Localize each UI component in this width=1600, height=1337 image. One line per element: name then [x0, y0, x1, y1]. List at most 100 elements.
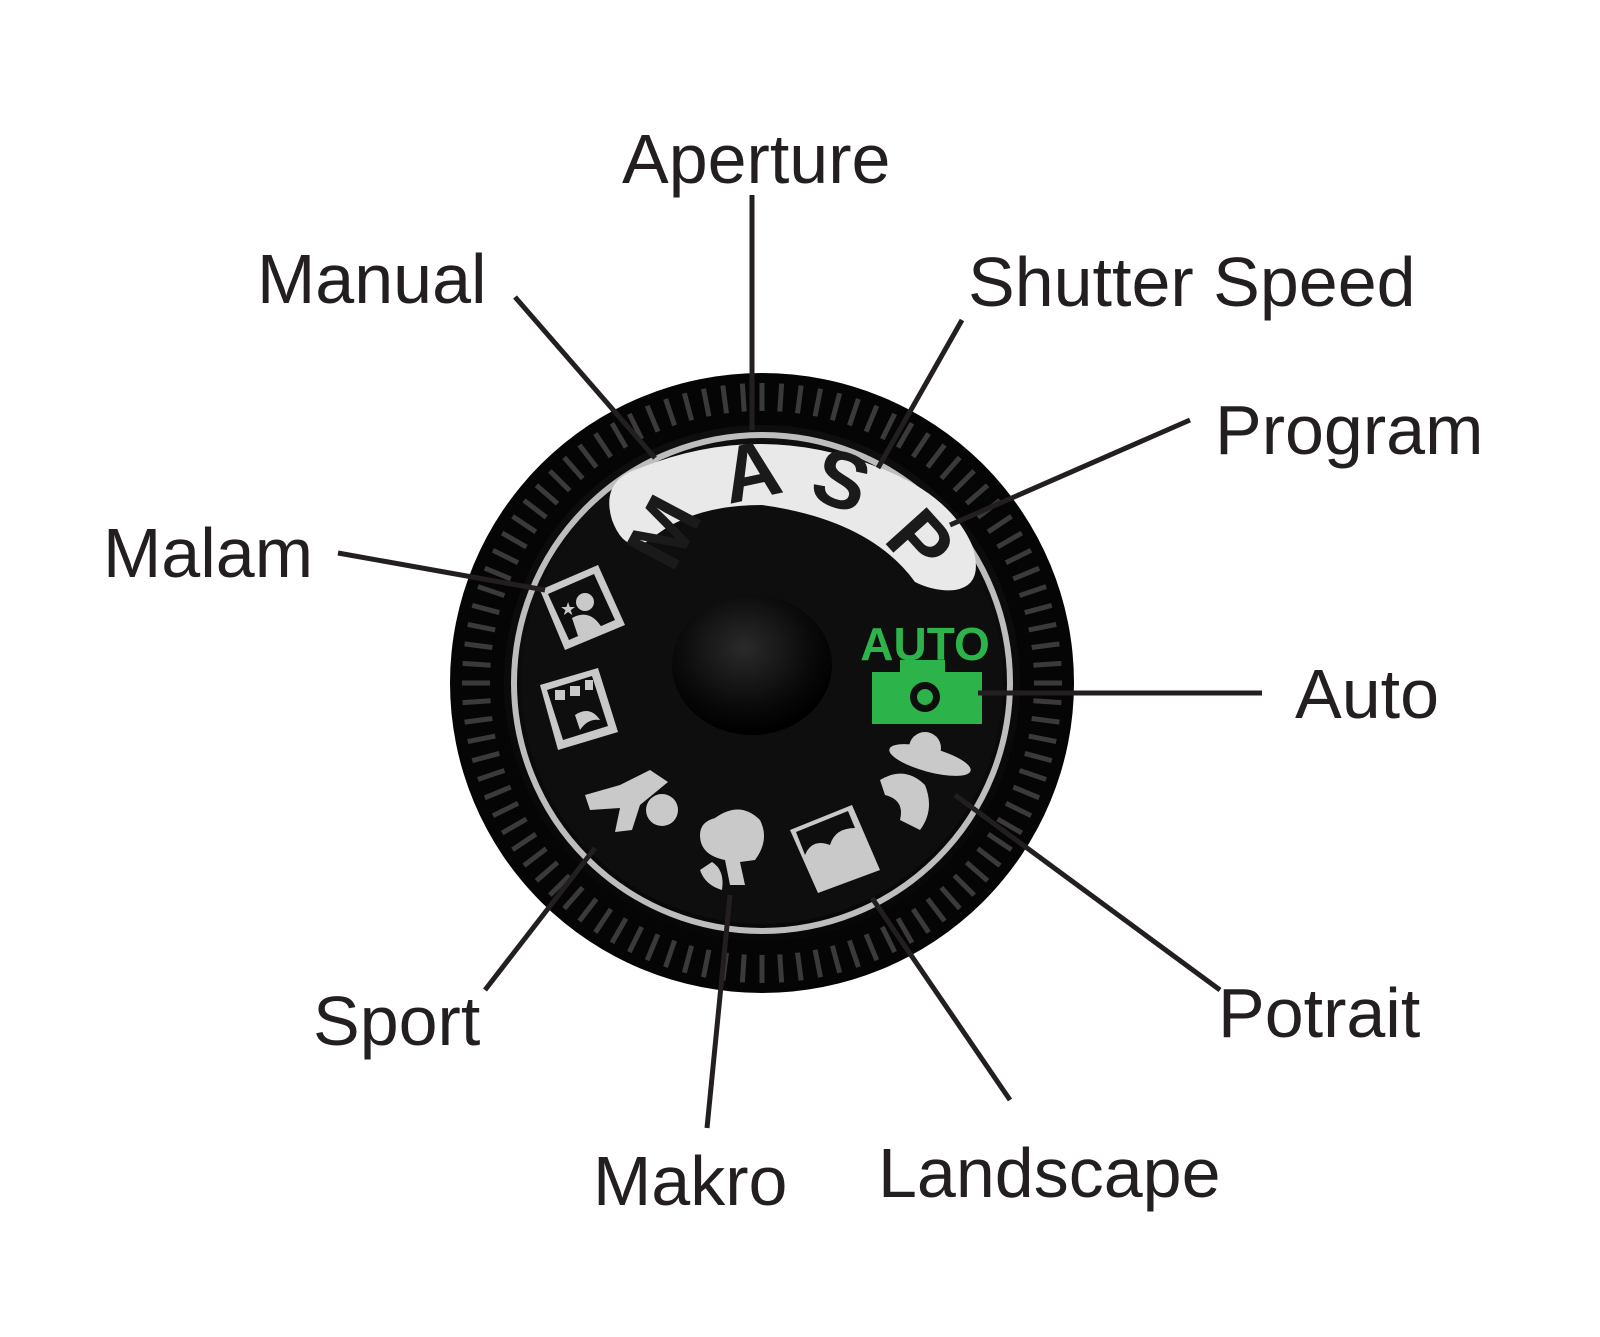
- knurl-tooth: [500, 816, 528, 836]
- knurl-tooth: [701, 949, 712, 978]
- knurl-tooth: [863, 933, 880, 962]
- knurl-tooth: [812, 949, 823, 978]
- knurl-tooth: [976, 846, 1002, 868]
- knurl-tooth: [1018, 584, 1047, 598]
- leader-makro: [704, 894, 733, 1129]
- knurl-tooth: [471, 750, 500, 764]
- knurl-tooth: [986, 514, 1013, 534]
- knurl-tooth: [777, 954, 785, 983]
- dial-knurling: [462, 383, 1062, 983]
- label-potrait: Potrait: [1218, 974, 1420, 1052]
- leader-shutter-speed: [875, 318, 965, 470]
- knurl-tooth: [952, 873, 976, 897]
- knurl-tooth: [996, 816, 1024, 836]
- knurl-tooth: [795, 952, 804, 981]
- knurl-tooth: [1012, 784, 1041, 801]
- knurl-tooth: [462, 698, 491, 706]
- knurl-tooth: [548, 873, 572, 897]
- knurl-tooth: [829, 945, 843, 974]
- leader-potrait: [953, 792, 1222, 993]
- knurl-tooth: [467, 622, 496, 633]
- knurl-tooth: [681, 392, 695, 421]
- label-malam: Malam: [103, 514, 313, 592]
- leader-program: [948, 417, 1192, 528]
- knurl-tooth: [511, 832, 538, 852]
- knurl-tooth: [522, 498, 548, 520]
- knurl-tooth: [511, 514, 538, 534]
- knurl-tooth: [627, 925, 644, 954]
- knurl-tooth: [644, 404, 661, 433]
- knurl-tooth: [663, 939, 677, 968]
- knurl-tooth: [829, 392, 843, 421]
- portrait-icon: [880, 732, 971, 830]
- label-makro: Makro: [593, 1142, 787, 1220]
- knurl-tooth: [500, 530, 528, 550]
- knurl-tooth: [952, 469, 976, 493]
- masp-band: [609, 444, 976, 591]
- knurl-tooth: [895, 917, 915, 945]
- knurl-tooth: [925, 897, 947, 923]
- knurl-tooth: [462, 660, 491, 668]
- knurl-tooth: [483, 784, 512, 801]
- knurl-tooth: [1012, 565, 1041, 582]
- knurl-tooth: [1028, 622, 1057, 633]
- leader-lines: [337, 195, 1262, 1129]
- dial-center-knob: [672, 595, 832, 735]
- knurl-tooth: [996, 530, 1024, 550]
- knurl-tooth: [577, 897, 599, 923]
- knurl-tooth: [534, 483, 560, 506]
- knurl-tooth: [880, 412, 897, 441]
- knurl-tooth: [491, 548, 520, 565]
- landscape-icon: [790, 805, 880, 893]
- label-manual: Manual: [257, 240, 487, 318]
- knurl-tooth: [1024, 602, 1053, 616]
- knurl-tooth: [739, 954, 747, 983]
- knurl-tooth: [1024, 750, 1053, 764]
- knurl-tooth: [534, 860, 560, 883]
- knurl-tooth: [777, 383, 785, 412]
- knurl-tooth: [663, 398, 677, 427]
- night-landscape-icon: [540, 668, 618, 750]
- label-auto: Auto: [1295, 655, 1439, 733]
- knurl-tooth: [939, 885, 962, 911]
- knurl-tooth: [548, 469, 572, 493]
- label-program: Program: [1215, 391, 1483, 469]
- sports-icon: [585, 770, 678, 832]
- knurl-tooth: [720, 385, 729, 414]
- knurl-tooth: [863, 404, 880, 433]
- knurl-tooth: [477, 584, 506, 598]
- night-portrait-icon: ★: [540, 565, 625, 650]
- svg-text:★: ★: [560, 599, 576, 620]
- knurl-tooth: [812, 388, 823, 417]
- knurl-tooth: [562, 885, 585, 911]
- knurl-tooth: [925, 443, 947, 469]
- knurl-tooth: [911, 432, 931, 459]
- knurl-tooth: [1031, 716, 1060, 725]
- knurl-tooth: [847, 939, 861, 968]
- knurl-tooth: [609, 421, 629, 449]
- auto-camera-icon: AUTO: [860, 618, 990, 724]
- knurl-tooth: [681, 945, 695, 974]
- mode-dial: M A S P AUTO: [450, 373, 1074, 993]
- knurl-tooth: [1018, 768, 1047, 782]
- knurl-tooth: [593, 907, 613, 934]
- knurl-tooth: [464, 716, 493, 725]
- label-aperture: Aperture: [622, 120, 890, 198]
- knurl-tooth: [895, 421, 915, 449]
- knurl-tooth: [701, 388, 712, 417]
- knurl-tooth: [739, 383, 747, 412]
- knurl-tooth: [471, 602, 500, 616]
- knurl-tooth: [1028, 733, 1057, 744]
- knurl-tooth: [964, 483, 990, 506]
- knurl-tooth: [1031, 641, 1060, 650]
- knurl-tooth: [1004, 548, 1033, 565]
- dial-silver-ring: [511, 432, 1013, 934]
- leader-sport: [483, 846, 597, 992]
- macro-icon: [700, 809, 764, 890]
- knurl-tooth: [1004, 801, 1033, 818]
- knurl-tooth: [522, 846, 548, 868]
- knurl-tooth: [964, 860, 990, 883]
- callout-labels: Aperture Manual Shutter Speed Program Ma…: [103, 120, 1483, 1220]
- label-shutter-speed: Shutter Speed: [968, 243, 1416, 321]
